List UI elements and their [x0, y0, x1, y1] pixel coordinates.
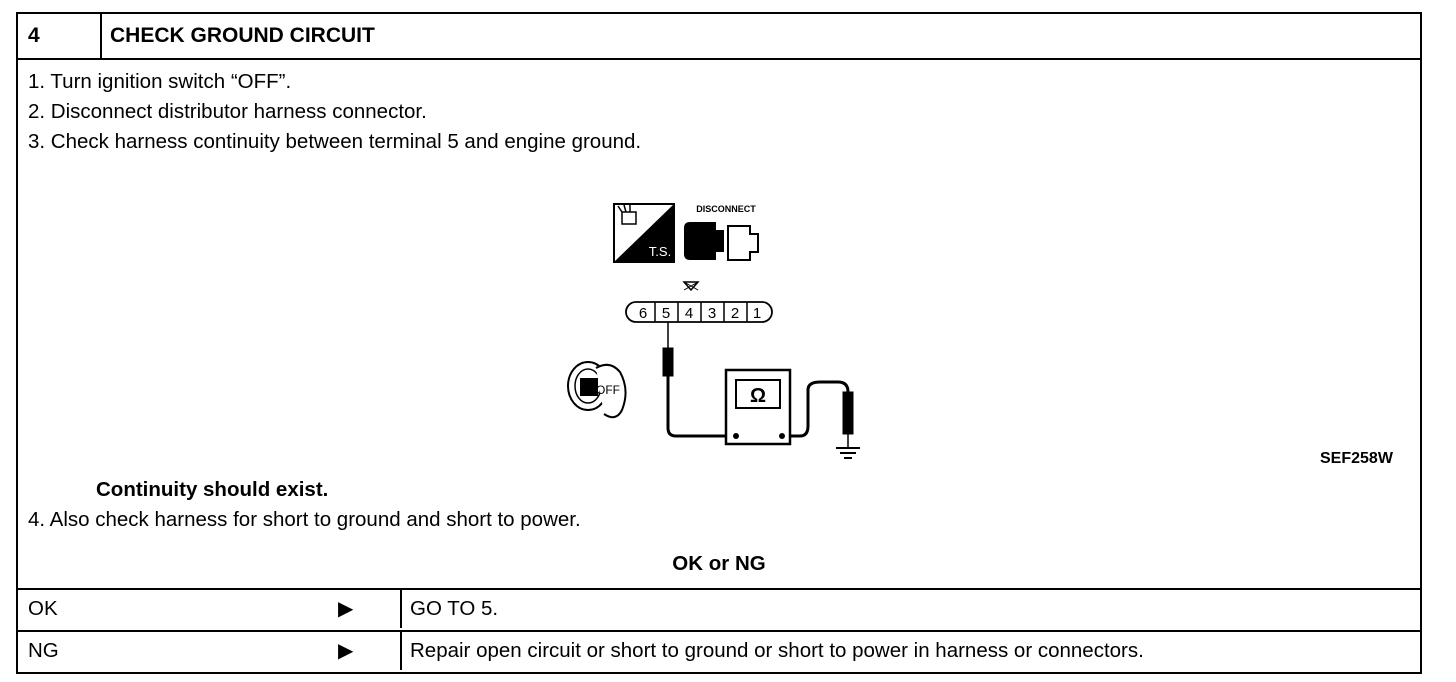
specification-text: Continuity should exist. [96, 478, 329, 501]
ok-or-ng-heading: OK or NG [672, 552, 766, 575]
continuity-check-diagram: T.S. DISCONNECT 6 5 4 3 2 [567, 203, 860, 459]
procedure-table: 4 CHECK GROUND CIRCUIT 1. Turn ignition … [16, 12, 1422, 674]
result-action: GO TO 5. [400, 590, 498, 628]
instruction-step-3: 3. Check harness continuity between term… [28, 130, 642, 153]
terminal-4: 4 [685, 305, 693, 322]
instruction-step-4: 4. Also check harness for short to groun… [28, 508, 581, 531]
ts-icon: T.S. [613, 203, 675, 263]
arrow-icon: ▶ [338, 640, 354, 662]
ohm-symbol: Ω [750, 385, 766, 407]
result-row-ng: NG ▶ Repair open circuit or short to gro… [18, 630, 1420, 670]
disconnect-icon: DISCONNECT [684, 204, 759, 261]
disconnect-label: DISCONNECT [696, 204, 756, 214]
result-label: OK [28, 597, 58, 620]
terminal-2: 2 [731, 305, 739, 322]
step-title: CHECK GROUND CIRCUIT [110, 24, 375, 47]
result-label: NG [28, 639, 59, 662]
terminal-3: 3 [708, 305, 716, 322]
ignition-key-icon: OFF [567, 361, 627, 419]
connector-terminals: 6 5 4 3 2 1 [625, 281, 773, 323]
terminal-5: 5 [662, 305, 670, 322]
test-leads [662, 322, 860, 459]
key-off-label: OFF [596, 383, 620, 397]
result-row-ok: OK ▶ GO TO 5. [18, 588, 1420, 628]
instruction-step-2: 2. Disconnect distributor harness connec… [28, 100, 427, 123]
result-action: Repair open circuit or short to ground o… [400, 632, 1144, 670]
table-header: 4 CHECK GROUND CIRCUIT [18, 14, 1420, 60]
ohmmeter: Ω [724, 368, 792, 446]
instruction-step-1: 1. Turn ignition switch “OFF”. [28, 70, 292, 93]
terminal-1: 1 [753, 305, 761, 322]
ts-label: T.S. [649, 244, 671, 259]
step-number: 4 [18, 14, 102, 58]
terminal-6: 6 [639, 305, 647, 322]
arrow-icon: ▶ [338, 598, 354, 620]
figure-reference: SEF258W [1320, 450, 1393, 467]
